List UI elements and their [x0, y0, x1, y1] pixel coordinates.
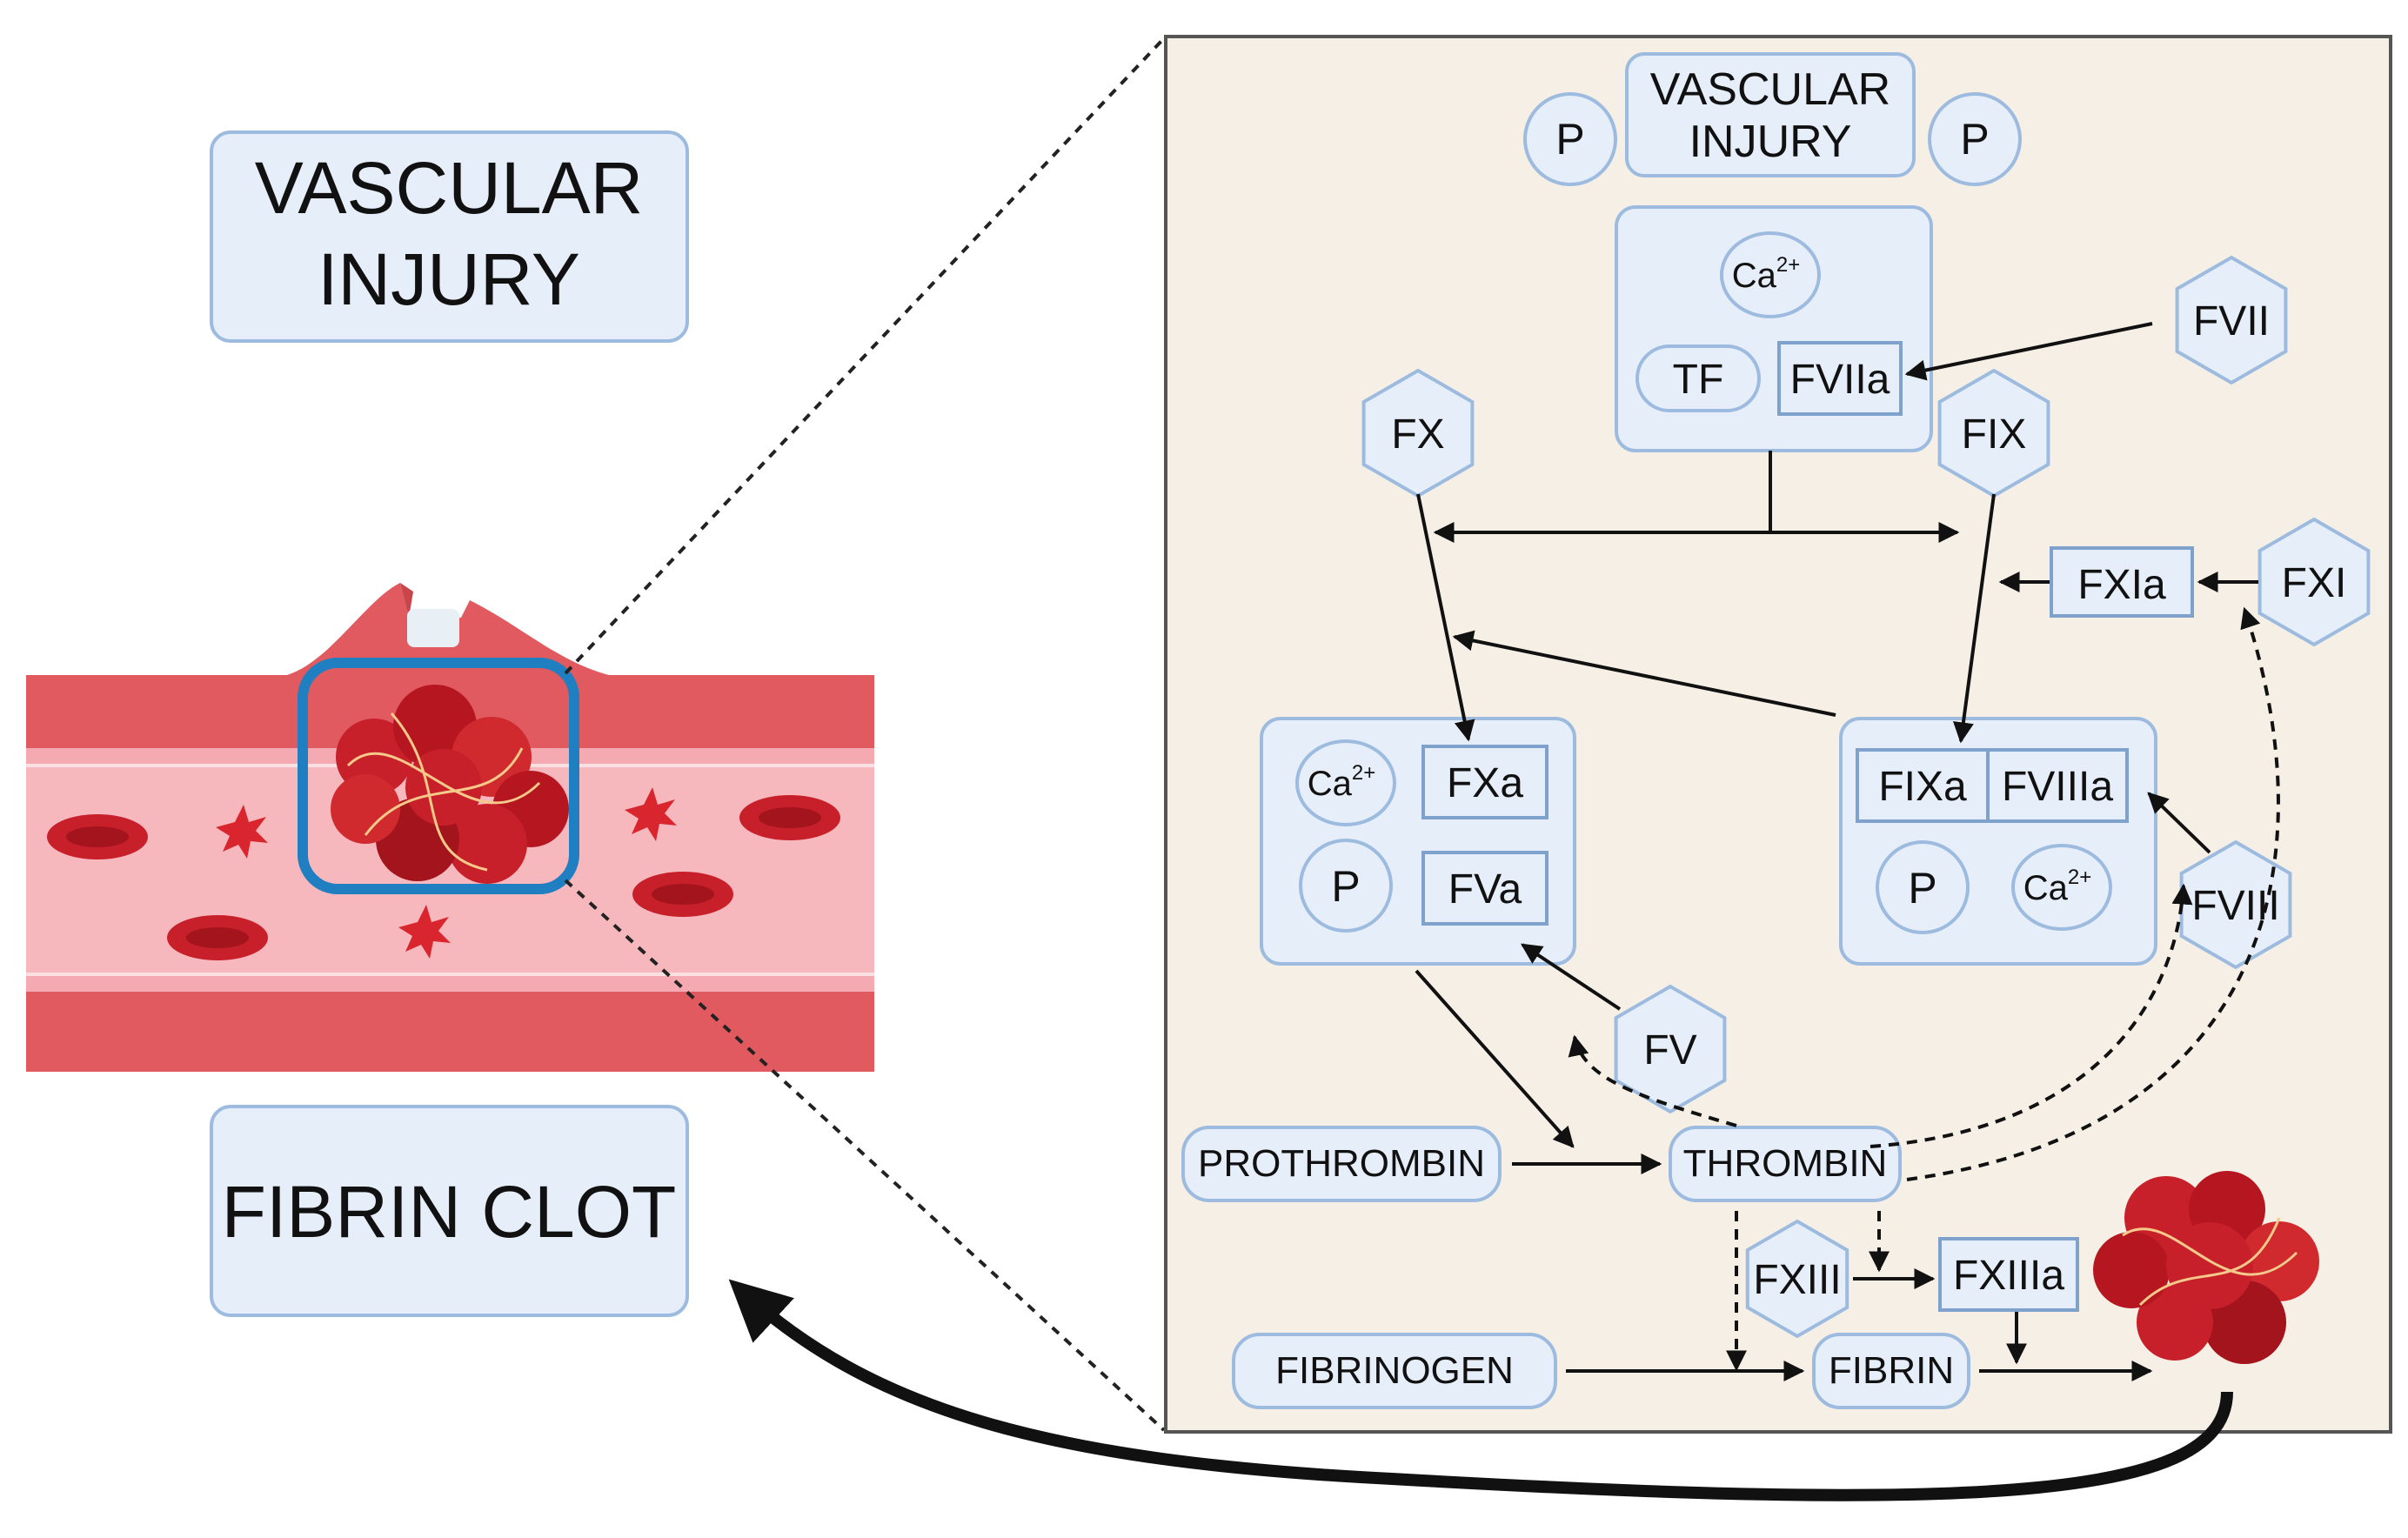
platelet-icon — [398, 905, 451, 959]
platelet-label: P — [1331, 862, 1360, 911]
fxiii-label: FXIII — [1753, 1257, 1841, 1303]
left-clot-label: FIBRIN CLOT — [222, 1171, 677, 1253]
fixa-label: FIXa — [1878, 764, 1967, 810]
blood-vessel-illustration — [26, 583, 874, 1072]
fviia-label: FVIIa — [1790, 357, 1890, 403]
platelet-icon — [625, 787, 677, 841]
prothrombinase-complex: Ca2+ FXa P FVa — [1260, 717, 1576, 966]
fv-label: FV — [1643, 1027, 1696, 1073]
fxiiia-label: FXIIIa — [1953, 1253, 2064, 1299]
platelet-label: P — [1908, 864, 1936, 913]
fibrinogen-label: FIBRINOGEN — [1275, 1349, 1514, 1392]
platelet-label: P — [1960, 115, 1989, 164]
fxi-hexagon — [2258, 517, 2371, 647]
cascade-arrows — [728, 322, 2280, 1501]
panel-injury-line1: VASCULAR — [1650, 64, 1890, 115]
fx-label: FX — [1391, 411, 1444, 458]
fviiia-label: FVIIIa — [2002, 764, 2113, 810]
fvii-hexagon — [2175, 255, 2288, 385]
panel-injury-group: P VASCULAR INJURY P — [1523, 52, 2022, 186]
fv-hexagon — [1614, 984, 1727, 1114]
fxia-label: FXIa — [2077, 562, 2166, 608]
calcium-label: Ca2+ — [2023, 866, 2092, 907]
panel-injury-line2: INJURY — [1689, 117, 1852, 167]
tenase-complex: FIXa FVIIIa P Ca2+ — [1839, 717, 2157, 966]
thrombin-label: THROMBIN — [1683, 1142, 1888, 1185]
calcium-label: Ca2+ — [1732, 253, 1801, 295]
left-injury-line2: INJURY — [318, 238, 580, 320]
fviii-hexagon — [2179, 839, 2292, 970]
prothrombin-label: PROTHROMBIN — [1198, 1142, 1485, 1185]
platelet-icon — [216, 805, 268, 859]
fxi-label: FXI — [2282, 560, 2347, 606]
calcium-label: Ca2+ — [1308, 761, 1376, 803]
tf-fviia-complex: Ca2+ TF FVIIa — [1615, 205, 1933, 452]
left-injury-box: VASCULAR INJURY — [210, 130, 689, 343]
tf-label: TF — [1673, 357, 1724, 403]
fxa-label: FXa — [1447, 760, 1523, 806]
fibrin-label: FIBRIN — [1829, 1349, 1954, 1392]
zoom-line-top — [564, 37, 1166, 675]
panel-fibrin-clot — [2093, 1171, 2319, 1364]
fix-label: FIX — [1962, 411, 2027, 458]
return-arrow — [728, 1279, 2233, 1501]
fvii-label: FVII — [2193, 298, 2270, 344]
zoom-line-bottom — [564, 879, 1166, 1432]
clot-cluster — [331, 685, 569, 884]
left-fibrin-clot-box: FIBRIN CLOT — [210, 1105, 689, 1317]
clot-highlight-ring — [298, 658, 579, 894]
fxiii-hexagon — [1745, 1219, 1849, 1339]
platelet-label: P — [1555, 115, 1584, 164]
fva-label: FVa — [1448, 866, 1522, 913]
left-injury-line1: VASCULAR — [255, 147, 644, 229]
